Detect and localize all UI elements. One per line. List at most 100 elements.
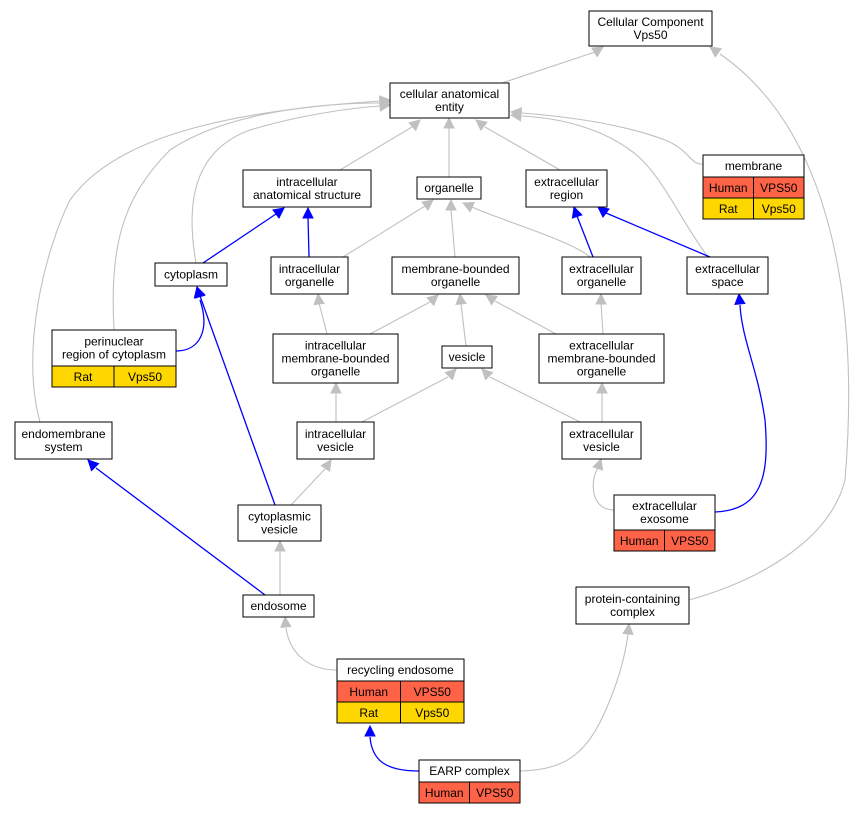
edge-arrowhead (481, 368, 494, 381)
node-label: anatomical structure (253, 188, 361, 202)
edge-arrowhead (408, 119, 421, 132)
edge-eco-to-organelle (461, 201, 591, 258)
edge-mbo-to-organelle (445, 198, 457, 258)
node-label: protein-containing (585, 592, 680, 606)
edge-cytoplasm-to-ias (202, 207, 285, 264)
edge-line (175, 299, 205, 352)
node-box (561, 256, 642, 295)
node-box (686, 256, 769, 295)
node-vesicle[interactable]: vesicle (441, 345, 493, 369)
node-label: vesicle (583, 440, 620, 454)
node-label: region (550, 188, 583, 202)
edge-arrowhead (364, 724, 376, 737)
node-label: organelle (577, 365, 627, 379)
gene-cell (469, 781, 521, 804)
node-label: EARP complex (429, 764, 509, 778)
node-box (391, 256, 520, 295)
node-label: extracellular (569, 427, 634, 441)
gene-label: Vps50 (762, 202, 796, 216)
edge-endosome-to-cv (274, 539, 286, 595)
gene-label: VPS50 (760, 181, 798, 195)
edge-arrowhead (571, 205, 583, 219)
node-label: endomembrane (21, 427, 105, 441)
edge-arrowhead (622, 622, 634, 636)
edge-line (318, 302, 328, 335)
edge-iv-to-vesicle (361, 368, 457, 423)
edge-arrowhead (461, 201, 475, 213)
node-cytoplasm[interactable]: cytoplasm (154, 262, 228, 287)
edge-line (592, 467, 615, 511)
node-label: entity (435, 100, 464, 114)
node-box (296, 421, 375, 460)
edge-line (600, 302, 604, 335)
node-box (613, 494, 716, 531)
edge-arrowhead (485, 294, 498, 306)
node-box (588, 10, 713, 47)
edge-arrowhead (592, 457, 604, 471)
edge-ecs-to-cae (509, 110, 709, 258)
node-label: extracellular (569, 339, 634, 353)
edge-line (32, 100, 381, 423)
edge-arrowhead (591, 46, 604, 58)
species-label: Human (425, 786, 464, 800)
node-box (441, 345, 493, 369)
edge-cae-to-cc (501, 46, 604, 84)
node-label: complex (610, 605, 655, 619)
edge-arrowhead (475, 119, 488, 132)
node-box (154, 262, 228, 287)
node-label: intracellular (279, 262, 340, 276)
node-box (525, 169, 608, 208)
species-label: Rat (359, 706, 378, 720)
node-box (389, 82, 510, 119)
node-label: organelle (431, 275, 481, 289)
edge-line (290, 468, 326, 506)
edge-line (714, 304, 767, 513)
node-label: membrane-bounded (401, 262, 509, 276)
edge-arrowhead (444, 368, 457, 381)
node-label: perinuclear (84, 335, 143, 349)
edge-ecv-to-embo (596, 381, 608, 422)
edge-line (521, 115, 709, 258)
edge-line (369, 301, 431, 335)
edge-earp-to-pcc (519, 622, 634, 772)
edge-organelle-to-cae (443, 116, 455, 177)
node-label: cytoplasm (164, 268, 218, 282)
edge-arrowhead (280, 615, 292, 628)
node-endosome[interactable]: endosome (242, 594, 315, 618)
edge-line (199, 295, 276, 506)
node-label: Vps50 (633, 28, 667, 42)
edge-earp-to-re (364, 724, 420, 772)
edges-layer (32, 46, 850, 772)
edge-line (489, 376, 581, 423)
edge-ems-to-cae (32, 95, 392, 423)
node-label: organelle (424, 181, 474, 195)
edge-embo-to-eco (595, 292, 607, 335)
edge-embo-to-mbo (485, 294, 557, 335)
node-label: extracellular (569, 262, 634, 276)
node-organelle[interactable]: organelle (416, 176, 482, 200)
edge-ecs-to-ecr (597, 206, 711, 258)
edge-arrowhead (443, 116, 455, 129)
gene-label: VPS50 (671, 534, 709, 548)
